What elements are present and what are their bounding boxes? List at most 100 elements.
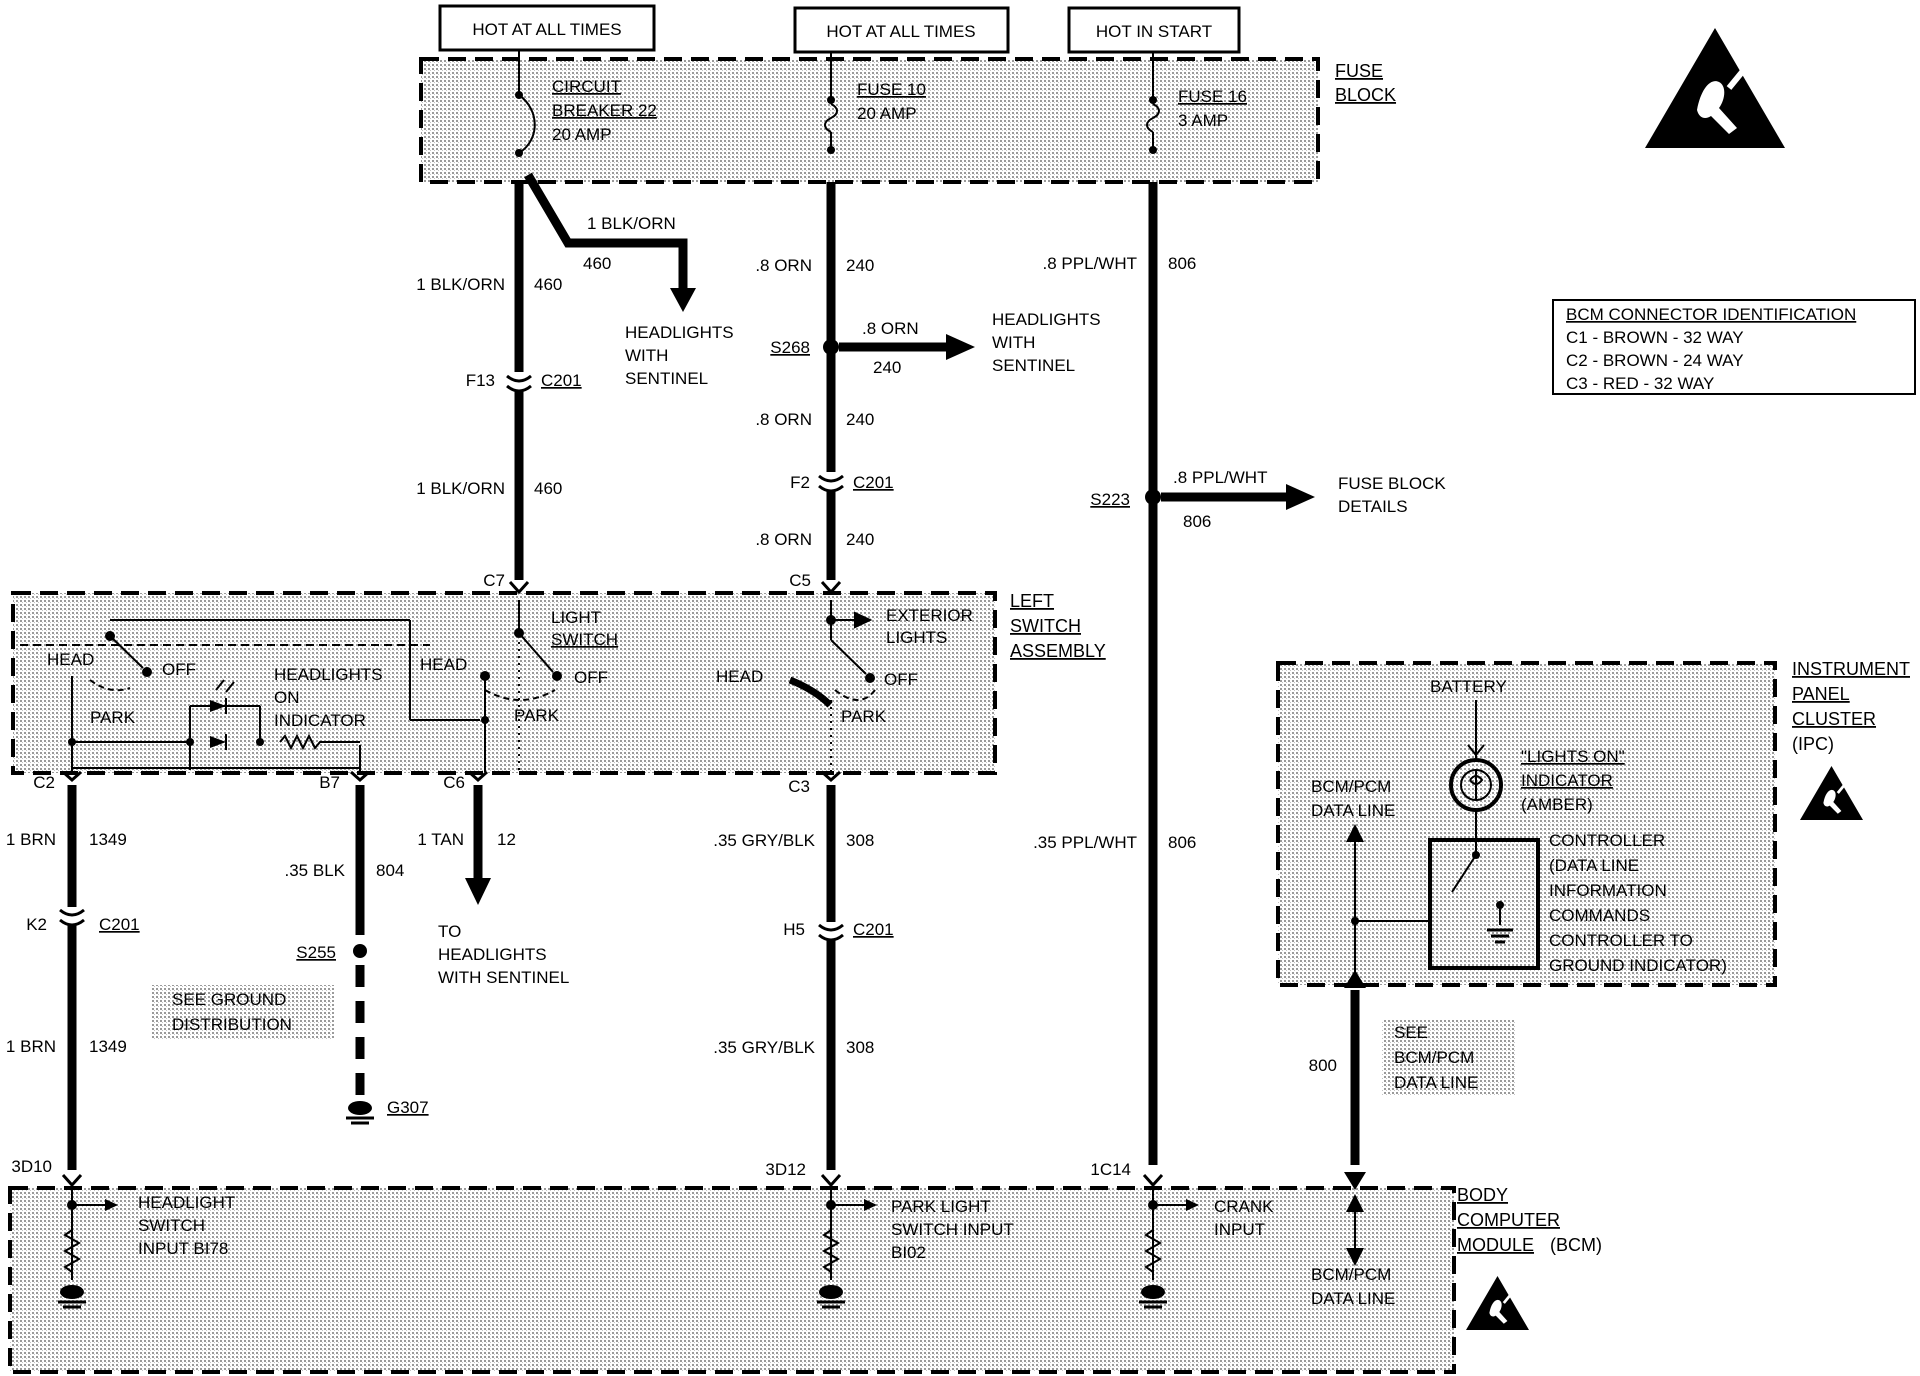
splice-s223: S223 (1090, 490, 1130, 509)
connector-c2: C2 (33, 773, 55, 792)
lights-on-label: "LIGHTS ON" (1521, 747, 1625, 766)
wire-240-number: 240 (846, 256, 874, 275)
wire-1349-color: 1 BRN (6, 1037, 56, 1056)
connector-3d12: 3D12 (765, 1160, 806, 1179)
data-line-arrow-icon (1346, 824, 1364, 842)
controller-label: GROUND INDICATOR) (1549, 956, 1727, 975)
bcm-input-label: INPUT (1214, 1220, 1265, 1239)
see-ground-box (152, 985, 334, 1040)
bcm-input-label: INPUT BI78 (138, 1239, 228, 1258)
s223-splice (1145, 484, 1315, 510)
power-source-label: HOT AT ALL TIMES (826, 22, 975, 41)
destination-label: SENTINEL (992, 356, 1075, 375)
bcm-title-2: COMPUTER (1457, 1210, 1560, 1230)
esd-warning-icon (1464, 1274, 1531, 1332)
connector-c201: C201 (853, 920, 894, 939)
destination-label: DETAILS (1338, 497, 1408, 516)
destination-label: HEADLIGHTS (625, 323, 734, 342)
splice-s255: S255 (296, 943, 336, 962)
wire-1349-number: 1349 (89, 830, 127, 849)
bcm-data-line-label: BCM/PCM (1311, 1265, 1391, 1284)
fuse-icon (824, 96, 838, 154)
left-switch-title-2: SWITCH (1010, 616, 1081, 636)
controller-label: CONTROLLER TO (1549, 931, 1693, 950)
connector-c201: C201 (99, 915, 140, 934)
fuse10-label-2: 20 AMP (857, 104, 917, 123)
destination-label: HEADLIGHTS (438, 945, 547, 964)
wire-240-color: .8 ORN (755, 530, 812, 549)
bcm-title-1: BODY (1457, 1185, 1508, 1205)
splice-s268: S268 (770, 338, 810, 357)
off-label: OFF (884, 670, 918, 689)
destination-label: WITH (992, 333, 1035, 352)
fuse10-label-1: FUSE 10 (857, 80, 926, 99)
connector-chevrons (59, 374, 1164, 1188)
thick-wires (67, 182, 1360, 1170)
power-source-hot-in-start: HOT IN START (1067, 6, 1241, 54)
bcm-input-label: SWITCH (138, 1216, 205, 1235)
see-ground-label: DISTRIBUTION (172, 1015, 292, 1034)
wire-806-color: .8 PPL/WHT (1043, 254, 1137, 273)
wire-12-arrow (465, 878, 491, 905)
head-label: HEAD (47, 650, 94, 669)
wire-308-color: .35 GRY/BLK (713, 831, 815, 850)
wire-460-color: 1 BLK/ORN (416, 479, 505, 498)
off-label: OFF (574, 668, 608, 687)
destination-label: WITH SENTINEL (438, 968, 569, 987)
power-source-label: HOT IN START (1096, 22, 1212, 41)
ipc-title-1: INSTRUMENT (1792, 659, 1910, 679)
connector-c201: C201 (853, 473, 894, 492)
light-switch-label: SWITCH (551, 630, 618, 649)
wire-1349-number: 1349 (89, 1037, 127, 1056)
wire-806-number: 806 (1168, 833, 1196, 852)
connector-c6: C6 (443, 773, 465, 792)
fuse-block-title-2: BLOCK (1335, 85, 1396, 105)
fuse-block-box (419, 57, 1320, 184)
ground-icon (344, 1099, 376, 1125)
destination-label: FUSE BLOCK (1338, 474, 1446, 493)
bcm-connector-id-title: BCM CONNECTOR IDENTIFICATION (1566, 305, 1856, 324)
park-label: PARK (841, 707, 887, 726)
wire-240-number: 240 (846, 530, 874, 549)
see-bcm-label: BCM/PCM (1394, 1048, 1474, 1067)
wire-806-branch-number: 806 (1183, 512, 1211, 531)
wire-240-number: 240 (846, 410, 874, 429)
connector-f13: F13 (466, 371, 495, 390)
ipc-title-4: (IPC) (1792, 734, 1834, 754)
off-label: OFF (162, 660, 196, 679)
wire-806-color: .35 PPL/WHT (1033, 833, 1137, 852)
esd-warning-icon (1645, 28, 1785, 148)
exterior-lights-label: EXTERIOR (886, 606, 973, 625)
bcm-connector-id-row: C3 - RED - 32 WAY (1566, 374, 1714, 393)
destination-label: HEADLIGHTS (992, 310, 1101, 329)
bcm-connector-id-table: BCM CONNECTOR IDENTIFICATION C1 - BROWN … (1552, 299, 1916, 395)
park-label: PARK (514, 706, 560, 725)
wire-240-branch-number: 240 (873, 358, 901, 377)
wire-1349-color: 1 BRN (6, 830, 56, 849)
fuse-icon (1146, 96, 1160, 154)
controller-label: INFORMATION (1549, 881, 1667, 900)
wire-240-branch-color: .8 ORN (862, 319, 919, 338)
left-switch-title-1: LEFT (1010, 591, 1054, 611)
bcm-title-3: MODULE (1457, 1235, 1534, 1255)
bcm-input-label: BI02 (891, 1243, 926, 1262)
s268-splice (823, 334, 975, 360)
bcm-input-label: HEADLIGHT (138, 1193, 235, 1212)
connector-1c14: 1C14 (1090, 1160, 1131, 1179)
see-bcm-label: DATA LINE (1394, 1073, 1478, 1092)
wire-460-number: 460 (534, 479, 562, 498)
bcm-connector-id-row: C1 - BROWN - 32 WAY (1566, 328, 1744, 347)
wire-12-number: 12 (497, 830, 516, 849)
indicator-label: INDICATOR (274, 711, 366, 730)
bcm-input-label: SWITCH INPUT (891, 1220, 1014, 1239)
destination-label: WITH (625, 346, 668, 365)
wire-460-branch (524, 172, 696, 312)
wire-240-color: .8 ORN (755, 256, 812, 275)
left-switch-title-3: ASSEMBLY (1010, 641, 1106, 661)
ipc-data-line-label: BCM/PCM (1311, 777, 1391, 796)
bcm-box (8, 1186, 1456, 1374)
battery-label: BATTERY (1430, 677, 1507, 696)
wire-800-number: 800 (1309, 1056, 1337, 1075)
park-label: PARK (90, 708, 136, 727)
connector-3d10: 3D10 (11, 1157, 52, 1176)
